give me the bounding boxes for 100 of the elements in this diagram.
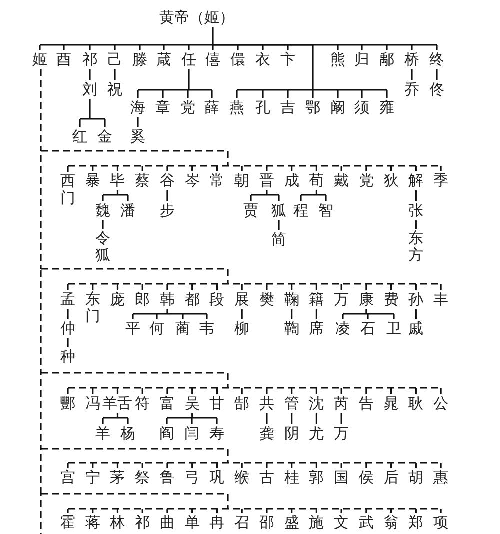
connector-line xyxy=(116,463,119,468)
connector-line xyxy=(262,45,264,50)
connector-line xyxy=(216,509,218,514)
surname-label: 席 xyxy=(309,320,324,338)
connector-line xyxy=(40,449,42,494)
connector-line xyxy=(63,45,65,50)
connector-line xyxy=(411,45,413,50)
connector-line xyxy=(103,417,128,419)
surname-label: 党 xyxy=(180,100,196,116)
surname-label: 张 xyxy=(408,202,424,220)
surname-label: 郑 xyxy=(408,514,424,532)
connector-line xyxy=(367,314,369,320)
surname-label: 召 xyxy=(234,514,250,532)
connector-line xyxy=(89,45,91,50)
connector-line xyxy=(366,388,368,394)
surname-label: 郎 xyxy=(135,292,150,308)
connector-line xyxy=(40,70,42,151)
surname-label: 僖 xyxy=(206,52,220,68)
connector-line xyxy=(415,310,417,320)
surname-label: 柳 xyxy=(234,320,250,338)
surname-label: 霍 xyxy=(60,514,76,532)
surname-label: 耿 xyxy=(408,396,424,412)
surname-label: 西门 xyxy=(60,173,76,207)
connector-line xyxy=(92,166,94,172)
surname-label: 籍 xyxy=(309,292,324,308)
connector-line xyxy=(192,509,194,514)
connector-line xyxy=(440,509,442,514)
surname-label: 魏 xyxy=(96,202,110,220)
connector-line xyxy=(67,463,69,468)
connector-line xyxy=(316,310,318,320)
connector-line xyxy=(366,310,368,314)
connector-line xyxy=(211,90,213,98)
connector-line xyxy=(212,44,388,91)
surname-label: 任 xyxy=(182,52,196,68)
connector-line xyxy=(39,45,41,50)
surname-label: 鲁 xyxy=(160,470,175,486)
connector-line xyxy=(114,45,116,50)
connector-line xyxy=(415,388,417,394)
surname-label: 胡 xyxy=(408,470,424,486)
connector-line xyxy=(361,90,363,98)
connector-line xyxy=(67,284,69,290)
connector-line xyxy=(266,166,268,172)
connector-line xyxy=(393,314,395,320)
surname-label: 祝 xyxy=(108,82,122,98)
surname-label: 简 xyxy=(272,232,286,248)
surname-label: 国 xyxy=(334,470,350,486)
surname-label: 阴 xyxy=(284,426,300,442)
connector-line xyxy=(166,388,168,394)
surname-label: 韦 xyxy=(200,320,214,338)
surname-label: 符 xyxy=(135,396,150,412)
surname-label: 孟 xyxy=(60,292,76,308)
connector-line xyxy=(206,314,208,320)
connector-line xyxy=(116,509,119,514)
connector-line xyxy=(266,509,268,514)
connector-line xyxy=(92,388,94,394)
surname-label: 缑 xyxy=(234,470,250,486)
surname-label: 葴 xyxy=(156,52,172,68)
connector-line xyxy=(80,118,105,120)
connector-line xyxy=(40,151,42,269)
surname-label: 岑 xyxy=(184,172,200,190)
surname-label: 儇 xyxy=(230,52,246,68)
connector-line xyxy=(192,388,194,394)
connector-line xyxy=(166,166,168,172)
connector-line xyxy=(163,45,165,50)
surname-label: 冉 xyxy=(210,514,225,532)
connector-line xyxy=(287,90,289,98)
surname-label: 项 xyxy=(434,514,449,532)
connector-line xyxy=(40,269,42,373)
surname-label: 章 xyxy=(156,100,170,116)
connector-line xyxy=(166,284,168,290)
surname-label: 祁 xyxy=(82,52,98,68)
connector-line xyxy=(251,194,279,196)
connector-line xyxy=(436,45,438,50)
connector-line xyxy=(127,195,129,202)
surname-label: 仲 xyxy=(60,320,76,338)
connector-line xyxy=(102,195,104,202)
connector-line xyxy=(241,284,243,290)
connector-line xyxy=(142,463,144,468)
connector-line xyxy=(440,284,442,290)
surname-label: 共 xyxy=(259,396,274,412)
connector-line xyxy=(127,418,129,424)
connector-line xyxy=(366,166,368,172)
connector-line xyxy=(142,388,144,394)
surname-label: 红 xyxy=(72,128,88,146)
connector-line xyxy=(287,45,289,50)
connector-line xyxy=(340,166,342,172)
connector-line xyxy=(142,509,144,514)
surname-label: 段 xyxy=(210,292,225,308)
surname-label: 蔺 xyxy=(176,320,190,338)
surname-label: 吴 xyxy=(184,396,200,412)
connector-line xyxy=(166,310,168,314)
surname-label: 须 xyxy=(354,100,370,116)
connector-line xyxy=(440,463,442,468)
connector-line xyxy=(361,45,363,50)
connector-line xyxy=(291,463,293,468)
connector-line xyxy=(337,90,339,98)
connector-line xyxy=(142,284,144,290)
surname-label: 东门 xyxy=(84,291,101,325)
connector-line xyxy=(340,509,342,514)
connector-line xyxy=(316,284,318,290)
